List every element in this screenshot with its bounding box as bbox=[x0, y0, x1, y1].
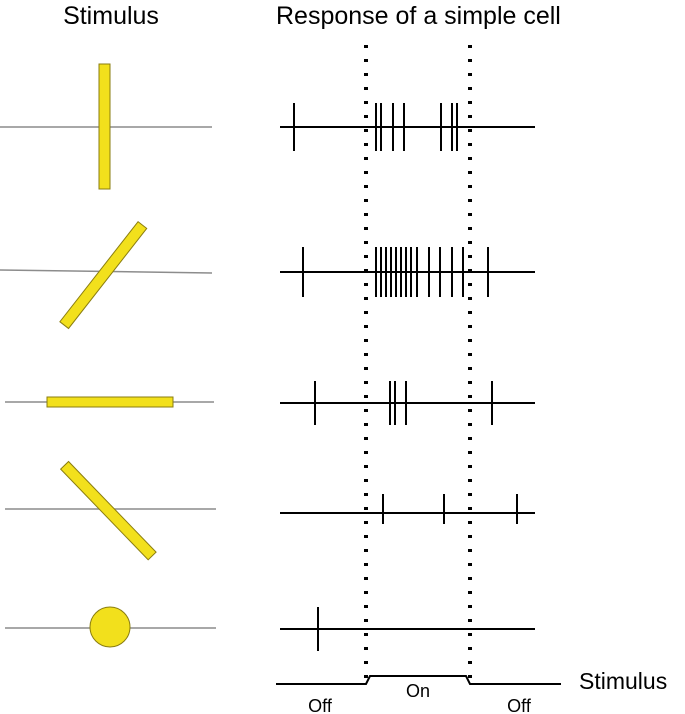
row-2 bbox=[0, 220, 535, 330]
stimulus-tilted-bar-right bbox=[59, 220, 148, 330]
spike-train bbox=[280, 607, 535, 651]
response-heading: Response of a simple cell bbox=[276, 2, 561, 30]
stimulus-horizontal-bar bbox=[46, 396, 174, 408]
spike-train bbox=[280, 381, 535, 425]
row-4 bbox=[5, 460, 535, 561]
stimulus-timing-trace: Off On Off Stimulus bbox=[276, 668, 667, 714]
stimulus-trace-label: Stimulus bbox=[579, 668, 667, 694]
stimulus-heading: Stimulus bbox=[63, 2, 159, 30]
row-3 bbox=[5, 381, 535, 425]
stimulus-circle-spot bbox=[89, 606, 131, 648]
spike-train bbox=[280, 247, 535, 297]
spike-train bbox=[280, 494, 535, 524]
row-5 bbox=[5, 606, 535, 651]
off-before-label: Off bbox=[308, 696, 333, 714]
off-after-label: Off bbox=[507, 696, 532, 714]
on-label: On bbox=[406, 681, 430, 701]
stimulus-tilted-bar-left bbox=[59, 460, 157, 561]
spike-train bbox=[280, 103, 535, 151]
stimulus-step-trace bbox=[276, 675, 561, 685]
stimulus-vertical-bar bbox=[98, 63, 111, 190]
row-1 bbox=[0, 63, 535, 190]
